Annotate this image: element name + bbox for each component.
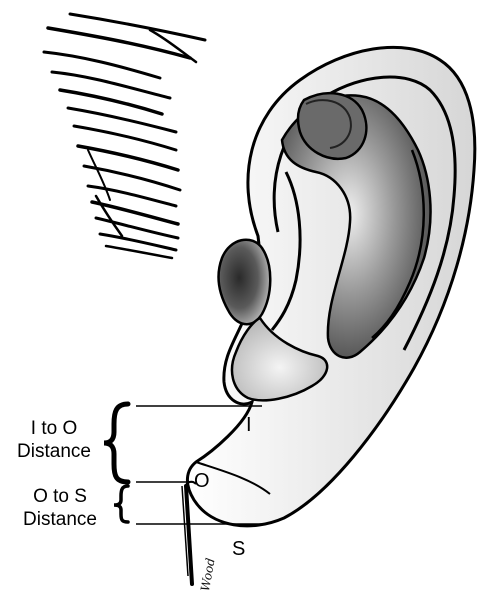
i-to-o-label-line2: Distance xyxy=(8,441,100,462)
hair-strokes xyxy=(44,14,205,258)
point-o-label: O xyxy=(194,470,210,492)
o-to-s-label-line2: Distance xyxy=(14,509,106,530)
o-to-s-label-line1: O to S xyxy=(14,486,106,507)
point-s-label: S xyxy=(232,538,245,560)
brace-i-to-o xyxy=(104,404,128,482)
point-i-label: I xyxy=(246,414,252,436)
ear-canal xyxy=(219,240,271,324)
i-to-o-label-line1: I to O xyxy=(8,418,100,439)
brace-o-to-s xyxy=(114,486,128,522)
